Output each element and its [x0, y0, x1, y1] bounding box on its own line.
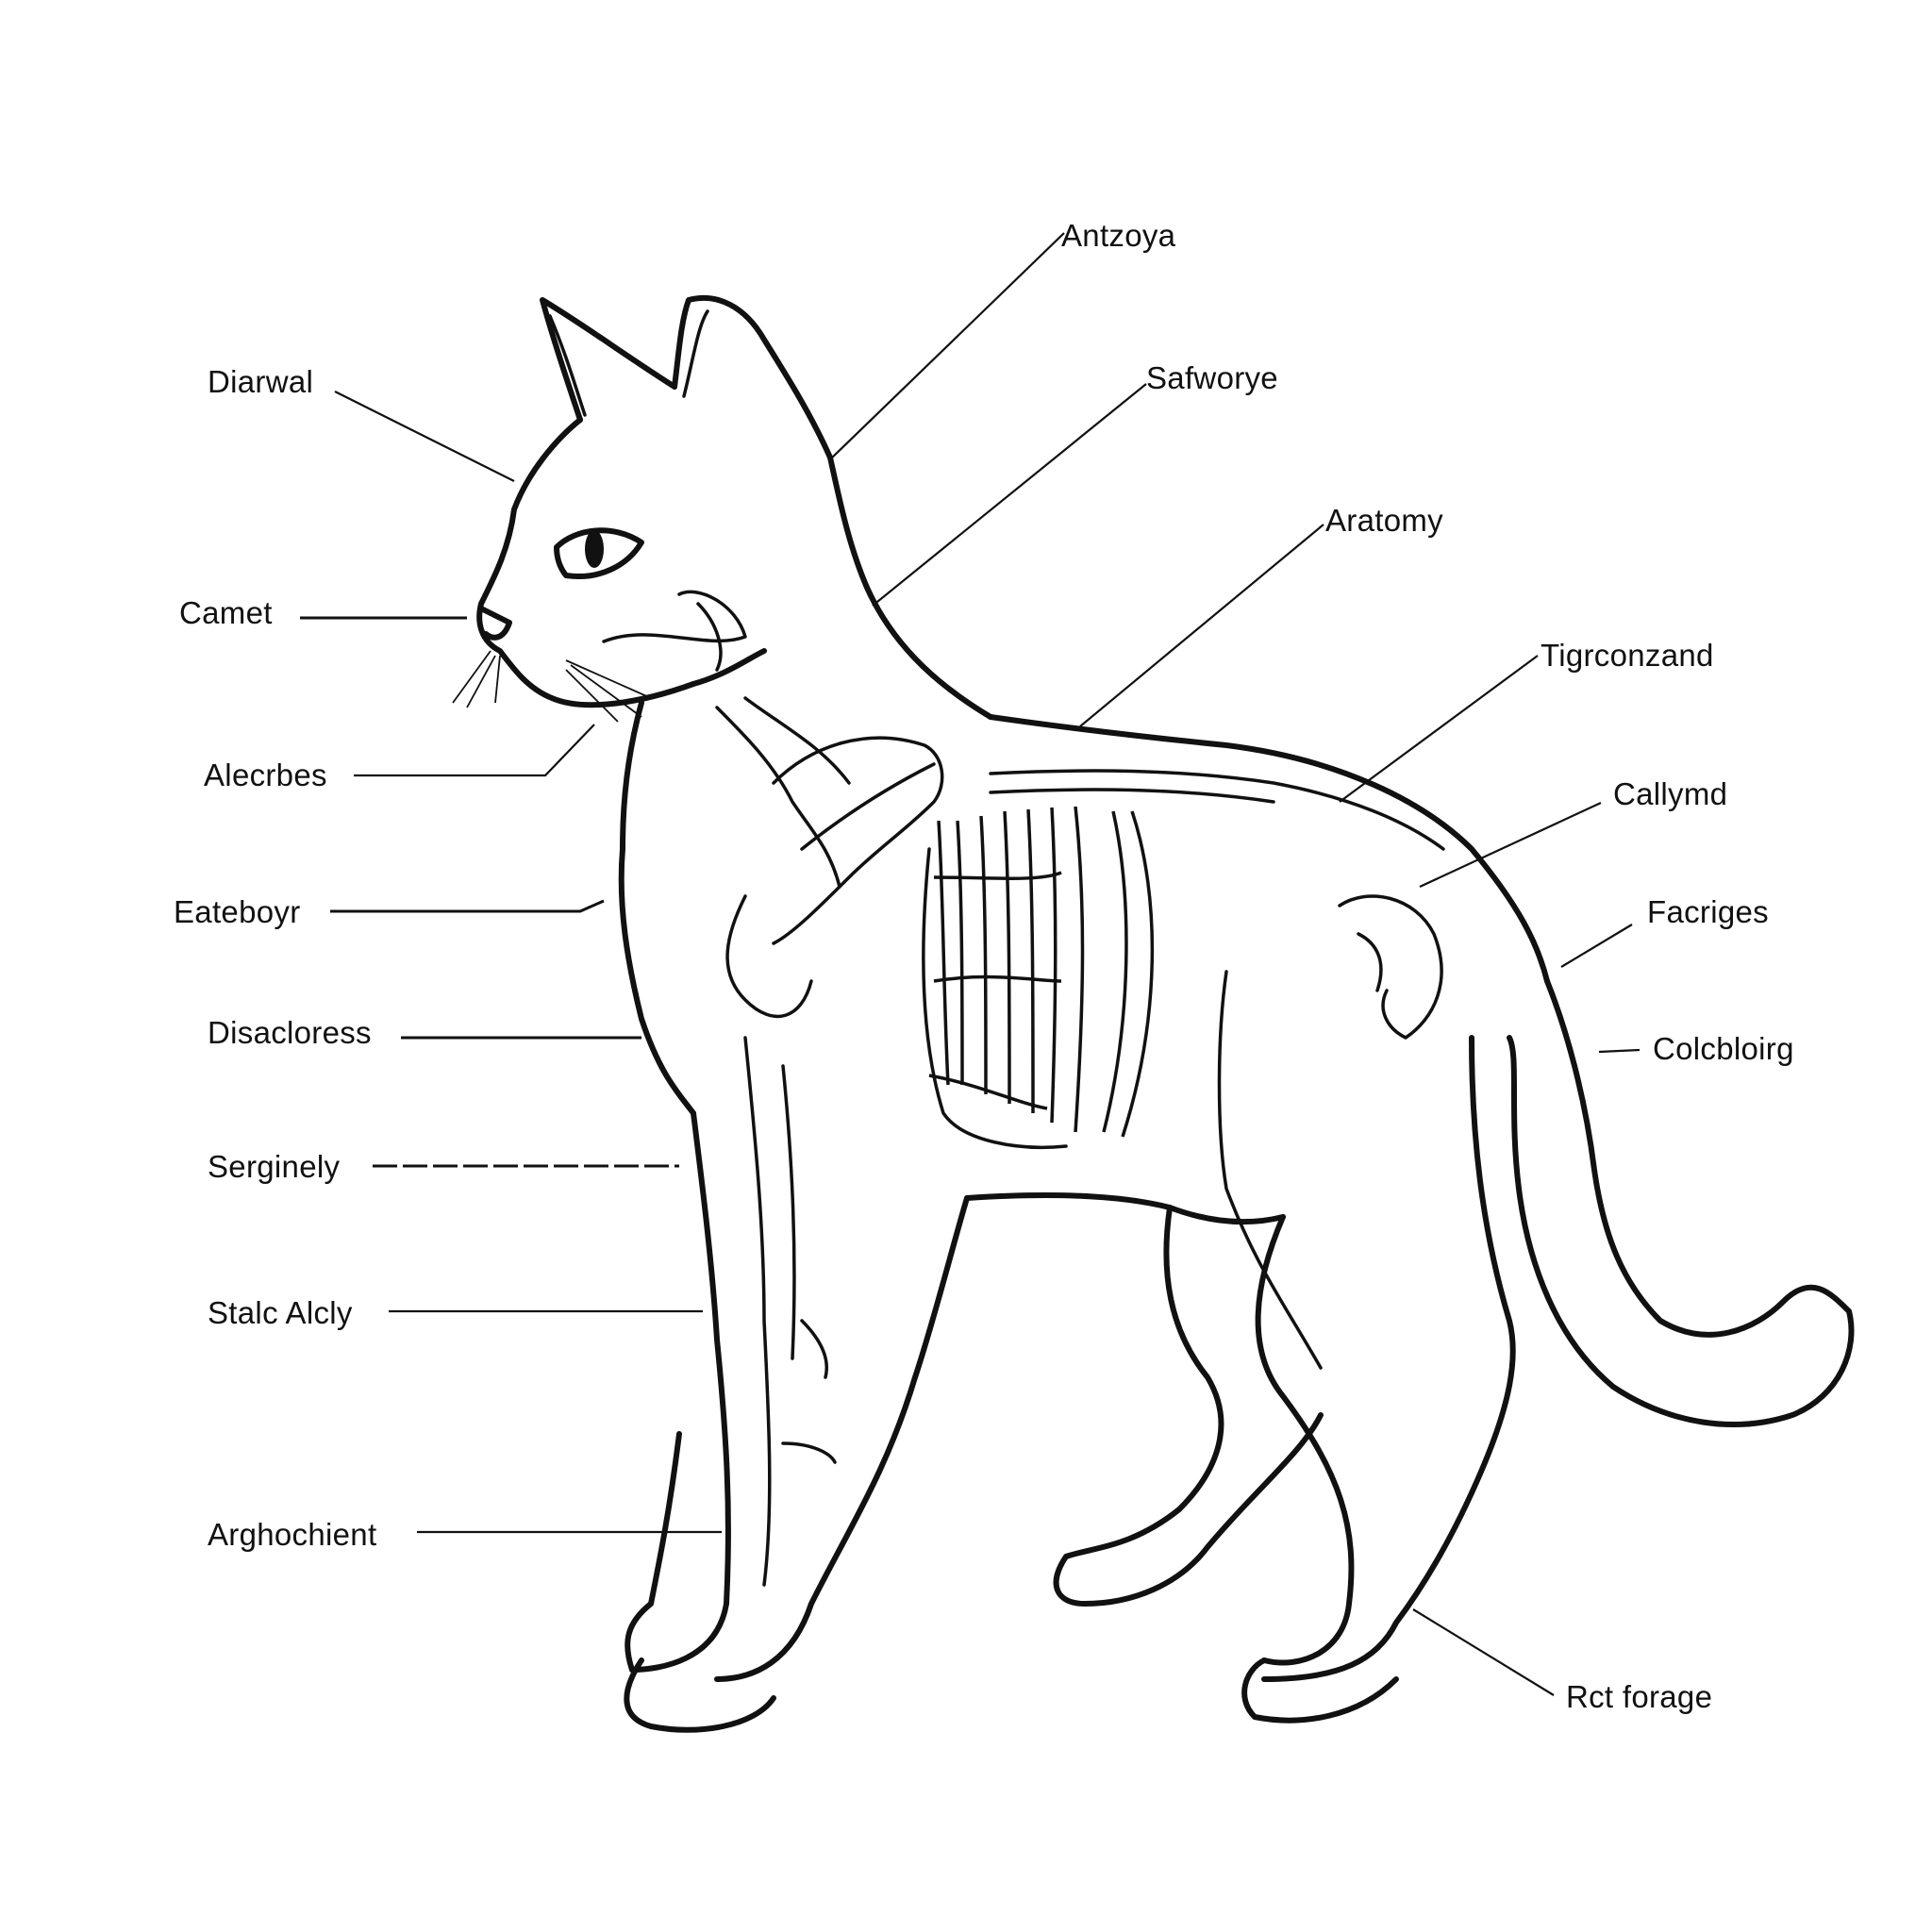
sternum	[922, 847, 1068, 1149]
front-leg-near	[625, 1110, 731, 1673]
leader-lines	[300, 232, 1641, 1696]
back-leg-near	[1255, 1214, 1355, 1666]
eye	[554, 527, 644, 579]
leader-eateboyr	[330, 899, 605, 913]
label-arghochient: Arghochient	[208, 1517, 377, 1552]
cheek-curve	[602, 590, 747, 643]
left-ear	[540, 297, 677, 423]
pelvis	[1338, 894, 1443, 1040]
tail	[1507, 978, 1855, 1427]
belly	[964, 1192, 1286, 1225]
label-serginely: Serginely	[208, 1149, 341, 1184]
leader-antzoya	[829, 232, 1065, 460]
whiskers	[452, 650, 652, 723]
leader-colcbloirg	[1598, 1048, 1641, 1054]
nose	[478, 606, 512, 641]
label-diarwal: Diarwal	[208, 364, 314, 399]
back-leg-far	[1053, 1205, 1324, 1607]
right-ear	[672, 294, 833, 460]
front-paw	[624, 1657, 776, 1733]
label-antzoya: Antzoya	[1061, 218, 1176, 253]
leader-tigrconzand	[1339, 655, 1539, 803]
label-safworye: Safworye	[1146, 360, 1278, 395]
back-outline	[988, 714, 1550, 984]
head-outline	[476, 417, 767, 708]
spine	[989, 769, 1445, 851]
leader-safworye	[872, 383, 1147, 607]
leader-alecrbes	[354, 724, 595, 777]
label-callymd: Callymd	[1613, 776, 1728, 811]
leader-callymd	[1419, 802, 1602, 888]
label-camet: Camet	[179, 595, 273, 630]
label-stalc-alcly: Stalc Alcly	[208, 1295, 353, 1330]
leader-aratomy	[1079, 524, 1324, 727]
leader-facriges	[1560, 924, 1633, 968]
back-paw	[1241, 1657, 1399, 1724]
label-facriges: Facriges	[1647, 894, 1769, 929]
scapula	[772, 736, 944, 945]
label-disacloress: Disacloress	[208, 1015, 372, 1050]
pupil	[585, 530, 604, 568]
neck-vertebrae	[715, 706, 841, 889]
humerus	[725, 894, 813, 1019]
leader-diarwal	[334, 391, 515, 482]
skeleton-internal	[715, 696, 1445, 1587]
label-tigrconzand: Tigrconzand	[1541, 638, 1714, 673]
label-rct-forage: Rct forage	[1566, 1679, 1713, 1714]
radius-ulna	[743, 1036, 772, 1587]
label-aratomy: Aratomy	[1325, 503, 1443, 538]
label-alecrbes: Alecrbes	[204, 758, 327, 792]
leader-rct-forage	[1412, 1608, 1555, 1696]
label-colcbloirg: Colcbloirg	[1653, 1031, 1794, 1066]
cat-outline	[452, 294, 1855, 1733]
femur	[1217, 970, 1323, 1370]
label-eateboyr: Eateboyr	[174, 894, 301, 929]
rib-cage	[928, 806, 1155, 1138]
